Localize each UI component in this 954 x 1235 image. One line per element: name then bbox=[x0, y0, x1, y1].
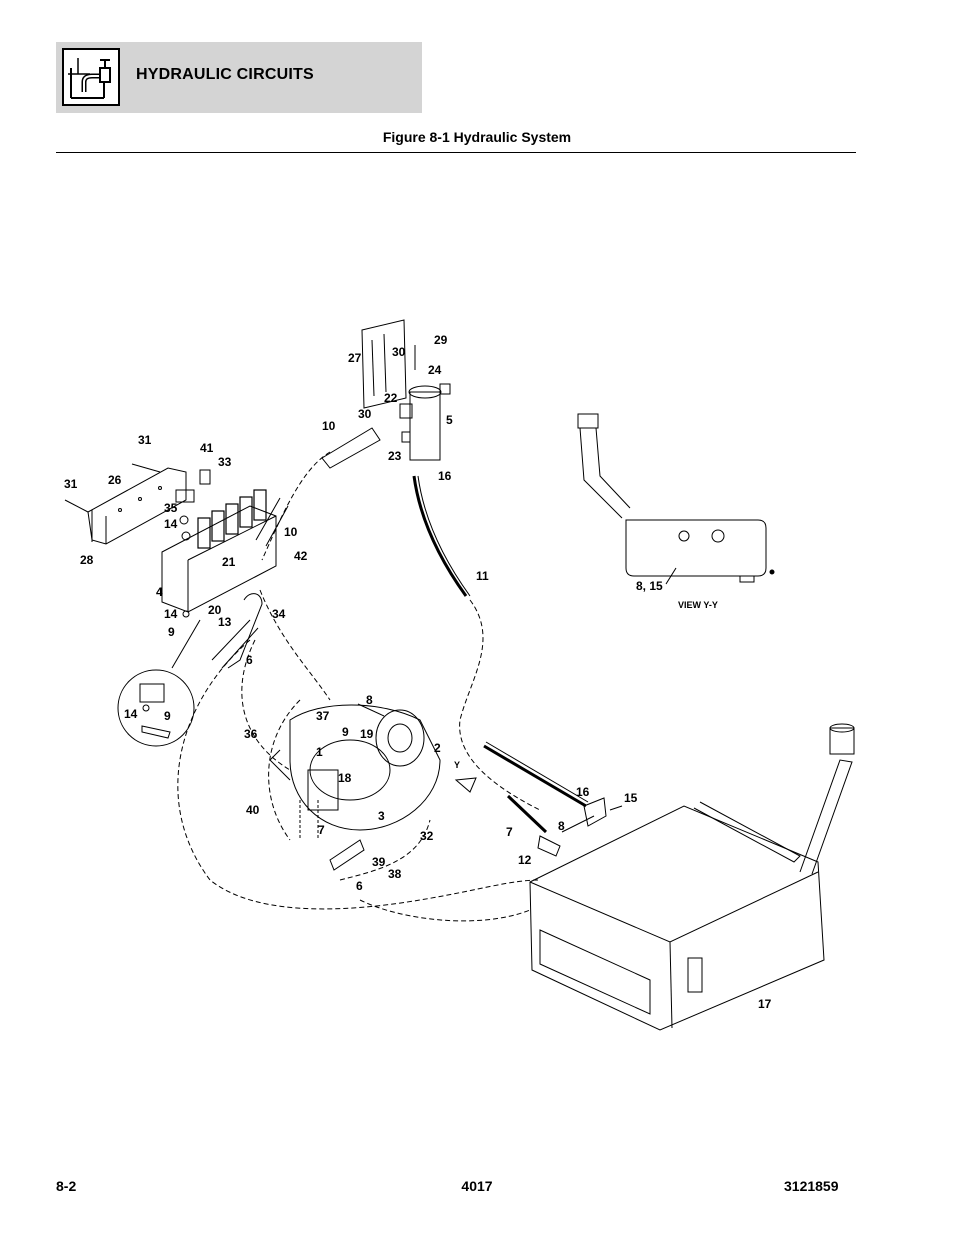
detail-circle bbox=[117, 619, 201, 747]
footer-model: 4017 bbox=[461, 1178, 493, 1194]
callout-33: 33 bbox=[218, 455, 232, 469]
callout-11: 11 bbox=[476, 569, 489, 583]
callout-39: 39 bbox=[372, 855, 386, 869]
callout-8b: 8 bbox=[558, 819, 565, 833]
callout-22: 22 bbox=[384, 391, 398, 405]
callout-29: 29 bbox=[434, 333, 448, 347]
callout-40: 40 bbox=[246, 803, 260, 817]
control-valve bbox=[161, 469, 289, 669]
callout-20: 20 bbox=[208, 603, 222, 617]
callout-24: 24 bbox=[428, 363, 442, 377]
filter-assembly bbox=[321, 319, 471, 597]
callout-37: 37 bbox=[316, 709, 330, 723]
figure-caption: Figure 8-1 Hydraulic System bbox=[382, 129, 572, 145]
callout-32: 32 bbox=[420, 829, 434, 843]
callout-16b: 16 bbox=[576, 785, 590, 799]
callout-14c: 14 bbox=[124, 707, 138, 721]
callout-2: 2 bbox=[434, 741, 441, 755]
callout-8-15: 8, 15 bbox=[636, 579, 663, 593]
hose-routes bbox=[177, 451, 541, 922]
callout-12: 12 bbox=[518, 853, 532, 867]
callout-23: 23 bbox=[388, 449, 402, 463]
callout-34: 34 bbox=[272, 607, 286, 621]
callout-41: 41 bbox=[200, 441, 214, 455]
callout-10b: 10 bbox=[322, 419, 336, 433]
callout-42: 42 bbox=[294, 549, 308, 563]
callout-1: 1 bbox=[316, 745, 323, 759]
callout-30: 30 bbox=[392, 345, 406, 359]
callout-18: 18 bbox=[338, 771, 352, 785]
callout-5: 5 bbox=[446, 413, 453, 427]
callout-26: 26 bbox=[108, 473, 122, 487]
callout-labels: 31 26 31 28 41 33 35 14 4 14 9 20 13 21 … bbox=[64, 333, 772, 1011]
callout-3: 3 bbox=[378, 809, 385, 823]
valve-mounting-bracket bbox=[64, 463, 187, 545]
callout-9b: 9 bbox=[164, 709, 171, 723]
callout-38: 38 bbox=[388, 867, 402, 881]
callout-31b: 31 bbox=[64, 477, 78, 491]
callout-17: 17 bbox=[758, 997, 772, 1011]
section-title: HYDRAULIC CIRCUITS bbox=[136, 66, 314, 83]
callout-28: 28 bbox=[80, 553, 94, 567]
callout-15: 15 bbox=[624, 791, 638, 805]
callout-10: 10 bbox=[284, 525, 298, 539]
callout-19: 19 bbox=[360, 727, 374, 741]
callout-21: 21 bbox=[222, 555, 236, 569]
callout-4: 4 bbox=[156, 585, 163, 599]
callout-27: 27 bbox=[348, 351, 362, 365]
callout-7: 7 bbox=[318, 823, 325, 837]
return-hose bbox=[454, 741, 623, 857]
callout-6: 6 bbox=[246, 653, 253, 667]
view-y-y bbox=[577, 413, 775, 585]
callout-7b: 7 bbox=[506, 825, 513, 839]
callout-35: 35 bbox=[164, 501, 178, 515]
header-rule bbox=[56, 152, 856, 153]
section-marker-y: Y bbox=[454, 760, 460, 770]
view-label: VIEW Y-Y bbox=[678, 600, 718, 610]
callout-8: 8 bbox=[366, 693, 373, 707]
callout-9c: 9 bbox=[342, 725, 349, 739]
hydraulic-reservoir-icon bbox=[62, 48, 120, 106]
callout-13: 13 bbox=[218, 615, 232, 629]
callout-6b: 6 bbox=[356, 879, 363, 893]
callout-16: 16 bbox=[438, 469, 452, 483]
callout-14b: 14 bbox=[164, 607, 178, 621]
pump-assembly bbox=[269, 703, 441, 871]
callout-31: 31 bbox=[138, 433, 152, 447]
hydraulic-tank bbox=[529, 723, 855, 1031]
callout-14: 14 bbox=[164, 517, 178, 531]
callout-30b: 30 bbox=[358, 407, 372, 421]
footer-doc-number: 3121859 bbox=[784, 1178, 839, 1194]
section-header: HYDRAULIC CIRCUITS bbox=[56, 42, 422, 113]
callout-9: 9 bbox=[168, 625, 175, 639]
footer-page-number: 8-2 bbox=[56, 1178, 77, 1194]
callout-36: 36 bbox=[244, 727, 258, 741]
